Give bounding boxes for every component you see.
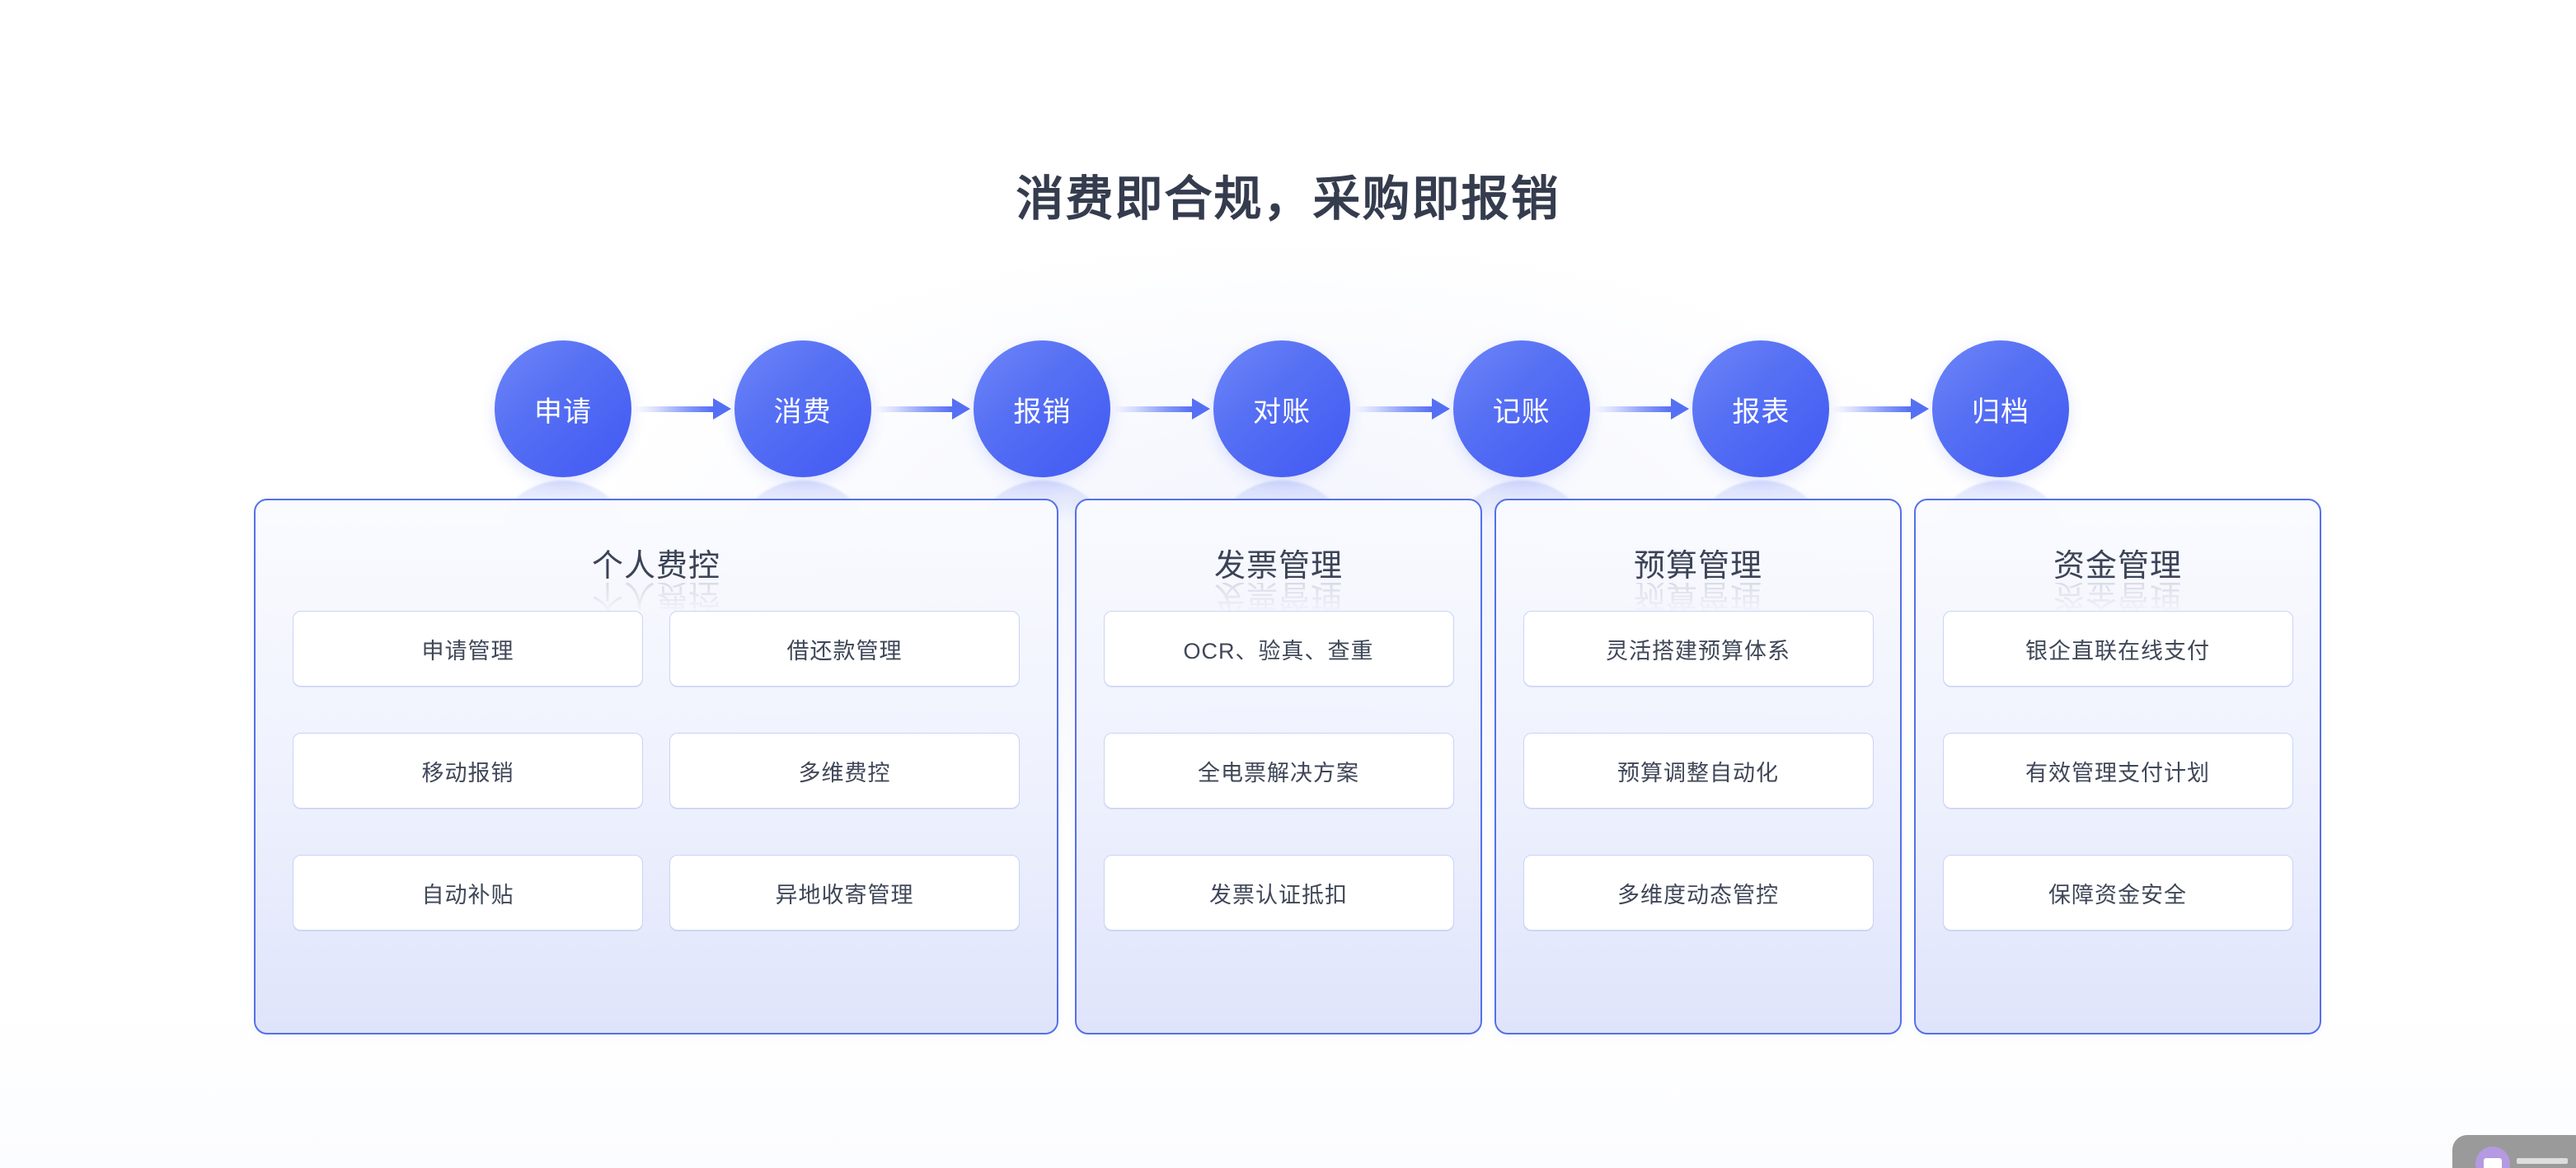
flow-arrow-1 <box>635 398 731 420</box>
flow-arrow-5 <box>1593 398 1690 420</box>
feature-card[interactable]: 有效管理支付计划 <box>1942 733 2293 809</box>
arrow-shaft <box>1114 406 1193 412</box>
feature-card[interactable]: 移动报销 <box>293 733 643 809</box>
feature-card[interactable]: OCR、验真、查重 <box>1103 611 1454 687</box>
flow-arrow-2 <box>874 398 971 420</box>
feature-card[interactable]: 自动补贴 <box>293 855 643 931</box>
panel-card-grid: OCR、验真、查重全电票解决方案发票认证抵扣 <box>1077 611 1480 931</box>
arrow-head-icon <box>1911 398 1930 420</box>
feature-card[interactable]: 借还款管理 <box>669 611 1020 687</box>
panel-card-grid: 申请管理借还款管理移动报销多维费控自动补贴异地收寄管理 <box>256 611 1057 931</box>
widget-bar <box>2517 1158 2568 1164</box>
flow-step-4[interactable]: 对账 <box>1213 340 1351 530</box>
arrow-shaft <box>874 406 953 412</box>
feature-card[interactable]: 发票认证抵扣 <box>1103 855 1454 931</box>
capability-panels: 个人费控个人费控申请管理借还款管理移动报销多维费控自动补贴异地收寄管理发票管理发… <box>254 499 2321 1034</box>
feature-card[interactable]: 保障资金安全 <box>1942 855 2293 931</box>
arrow-head-icon <box>1671 398 1690 420</box>
panel-title: 个人费控 <box>591 549 720 584</box>
arrow-head-icon <box>712 398 731 420</box>
panel-header: 个人费控个人费控 <box>256 540 1057 612</box>
feature-card[interactable]: 灵活搭建预算体系 <box>1523 611 1874 687</box>
flow-arrow-3 <box>1114 398 1211 420</box>
arrow-head-icon <box>1192 398 1211 420</box>
feature-card[interactable]: 多维度动态管控 <box>1523 855 1874 931</box>
panel-card-grid: 银企直联在线支付有效管理支付计划保障资金安全 <box>1916 611 2320 931</box>
panel-4: 资金管理资金管理银企直联在线支付有效管理支付计划保障资金安全 <box>1914 499 2321 1034</box>
process-flow: 申请消费报销对账记账报表归档 <box>495 338 2070 530</box>
arrow-shaft <box>1593 406 1672 412</box>
flow-step-5[interactable]: 记账 <box>1452 340 1590 530</box>
flow-step-circle: 报销 <box>974 340 1111 477</box>
panel-header: 预算管理预算管理 <box>1496 540 1900 612</box>
panel-header: 发票管理发票管理 <box>1077 540 1480 612</box>
flow-arrow-4 <box>1354 398 1450 420</box>
arrow-shaft <box>1832 406 1912 412</box>
flow-step-1[interactable]: 申请 <box>495 340 631 530</box>
panel-header: 资金管理资金管理 <box>1916 540 2320 612</box>
feature-card[interactable]: 异地收寄管理 <box>669 855 1020 931</box>
panel-1: 个人费控个人费控申请管理借还款管理移动报销多维费控自动补贴异地收寄管理 <box>254 499 1058 1034</box>
page-title: 消费即合规，采购即报销 <box>1016 171 1560 226</box>
flow-step-7[interactable]: 归档 <box>1932 340 2070 530</box>
arrow-shaft <box>1354 406 1432 412</box>
avatar-inner-icon <box>2484 1158 2502 1168</box>
flow-arrow-6 <box>1832 398 1930 420</box>
feature-card[interactable]: 预算调整自动化 <box>1523 733 1874 809</box>
flow-step-circle: 记账 <box>1452 340 1590 477</box>
arrow-shaft <box>635 406 713 412</box>
flow-step-6[interactable]: 报表 <box>1692 340 1830 530</box>
feature-card[interactable]: 银企直联在线支付 <box>1942 611 2293 687</box>
flow-step-circle: 报表 <box>1692 340 1830 477</box>
arrow-head-icon <box>952 398 971 420</box>
corner-widget[interactable] <box>2452 1135 2576 1168</box>
panel-card-grid: 灵活搭建预算体系预算调整自动化多维度动态管控 <box>1496 611 1900 931</box>
feature-card[interactable]: 申请管理 <box>293 611 643 687</box>
flow-step-circle: 申请 <box>495 340 631 477</box>
panel-title: 资金管理 <box>2053 549 2182 584</box>
feature-card[interactable]: 全电票解决方案 <box>1103 733 1454 809</box>
flow-step-circle: 归档 <box>1932 340 2070 477</box>
panel-title: 预算管理 <box>1633 549 1762 584</box>
flow-step-circle: 对账 <box>1213 340 1351 477</box>
feature-card[interactable]: 多维费控 <box>669 733 1020 809</box>
flow-step-2[interactable]: 消费 <box>734 340 871 530</box>
arrow-head-icon <box>1431 398 1450 420</box>
flow-step-3[interactable]: 报销 <box>974 340 1111 530</box>
panel-3: 预算管理预算管理灵活搭建预算体系预算调整自动化多维度动态管控 <box>1494 499 1902 1034</box>
panel-title: 发票管理 <box>1213 549 1343 584</box>
flow-step-circle: 消费 <box>734 340 871 477</box>
